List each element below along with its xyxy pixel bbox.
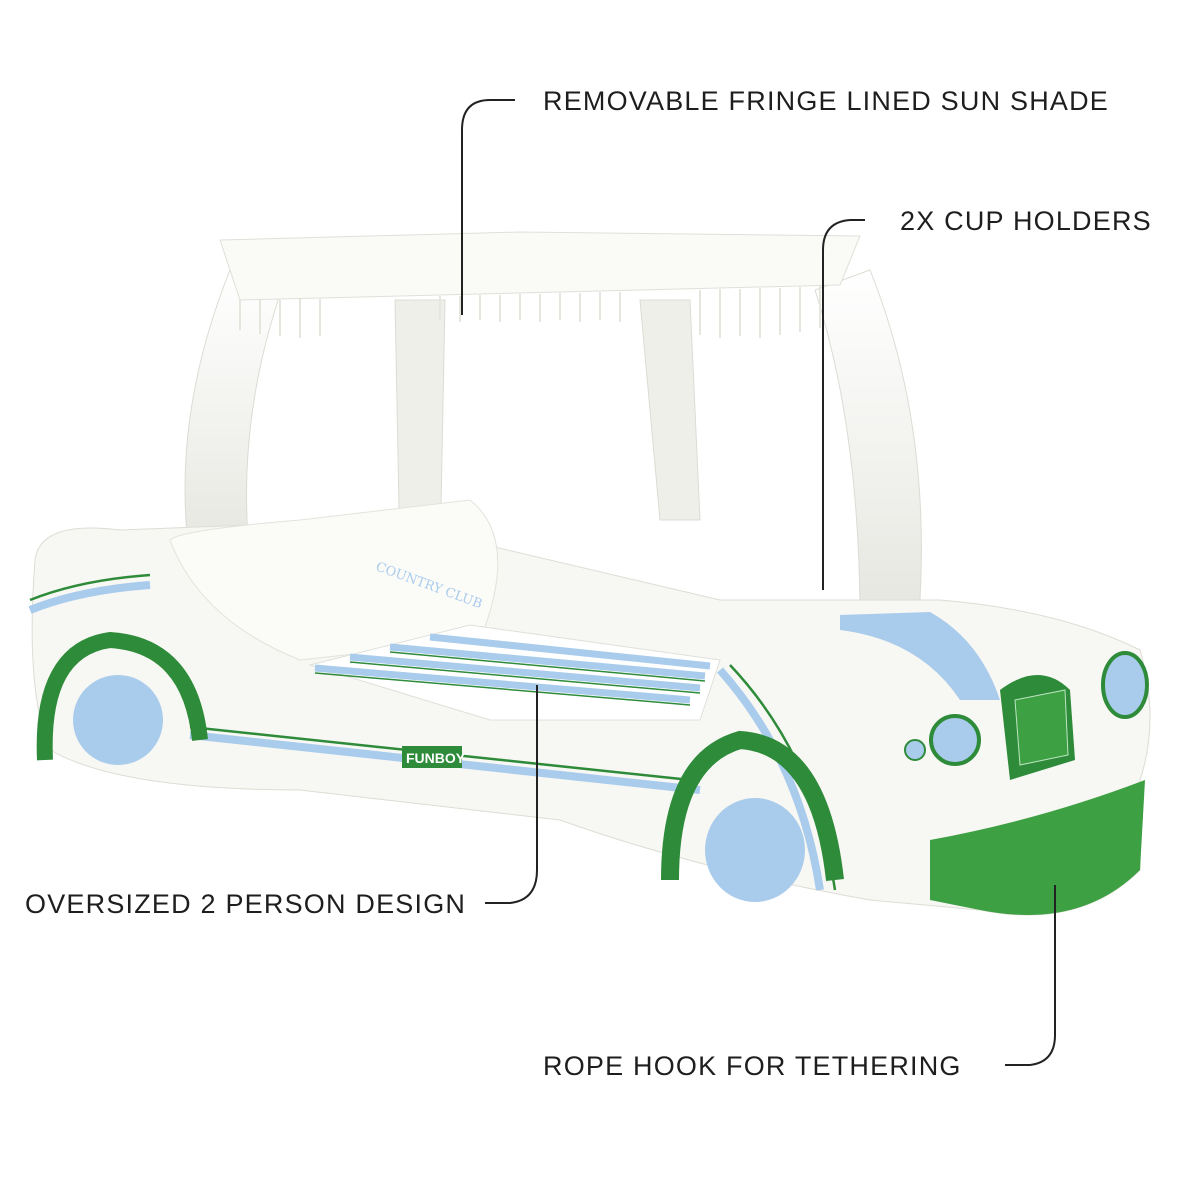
front-pillar-left — [184, 269, 286, 561]
callout-cup-holders: 2X CUP HOLDERS — [900, 206, 1152, 236]
rear-pillar-right — [639, 299, 701, 521]
svg-text:FUNBOY: FUNBOY — [406, 750, 466, 766]
fringe — [239, 286, 821, 338]
headlight-small — [904, 739, 926, 761]
callout-line-two-person — [485, 685, 538, 904]
headlight-right — [1101, 651, 1149, 719]
rear-wheel — [36, 631, 208, 765]
callout-line-sun-shade — [461, 99, 515, 315]
callout-rope-hook: ROPE HOOK FOR TETHERING — [543, 1051, 962, 1081]
callout-line-cup-holders — [822, 219, 865, 590]
callout-line-rope-hook — [1005, 885, 1056, 1066]
callout-two-person: OVERSIZED 2 PERSON DESIGN — [25, 889, 467, 919]
front-pillar-right — [814, 269, 922, 621]
brand-badge — [402, 746, 462, 768]
hood-stripe — [840, 612, 1000, 700]
seat-back — [169, 499, 499, 661]
bumper-green — [930, 780, 1145, 915]
callout-sun-shade: REMOVABLE FRINGE LINED SUN SHADE — [543, 86, 1110, 116]
front-wheel — [661, 730, 844, 902]
striped-seat — [308, 624, 721, 721]
headlight — [929, 714, 981, 766]
sun-shade-roof — [219, 231, 861, 301]
